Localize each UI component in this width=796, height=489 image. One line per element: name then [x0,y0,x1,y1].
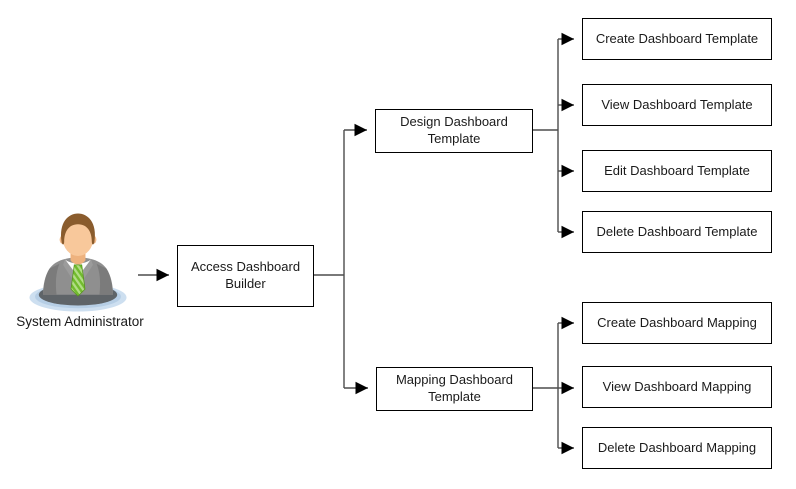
node-design-dashboard-template: Design Dashboard Template [375,109,533,153]
node-delete-dashboard-template: Delete Dashboard Template [582,211,772,253]
businessman-icon [29,213,127,312]
node-mapping-dashboard-template: Mapping Dashboard Template [376,367,533,411]
node-view-dashboard-mapping: View Dashboard Mapping [582,366,772,408]
node-create-dashboard-template: Create Dashboard Template [582,18,772,60]
node-access-dashboard-builder: Access Dashboard Builder [177,245,314,307]
actor-label: System Administrator [16,314,144,329]
node-view-dashboard-template: View Dashboard Template [582,84,772,126]
node-edit-dashboard-template: Edit Dashboard Template [582,150,772,192]
node-delete-dashboard-mapping: Delete Dashboard Mapping [582,427,772,469]
node-create-dashboard-mapping: Create Dashboard Mapping [582,302,772,344]
